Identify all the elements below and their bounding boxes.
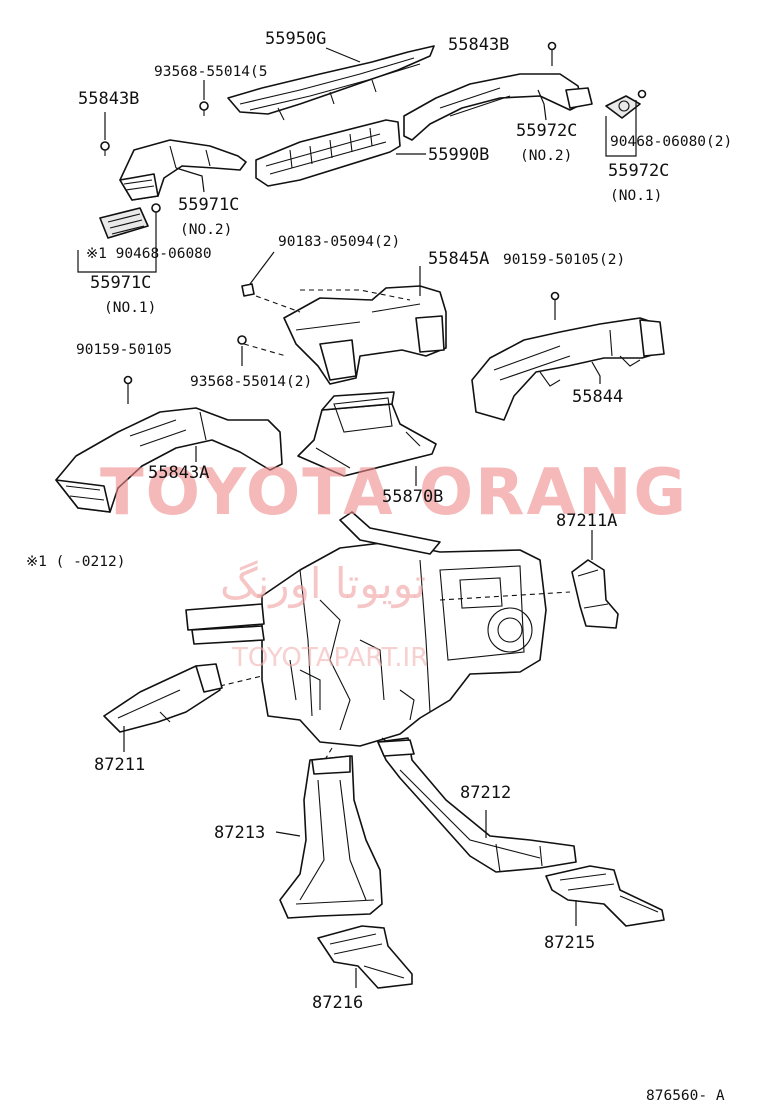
label-55990B: 55990B <box>428 145 489 165</box>
label-87211A: 87211A <box>556 511 617 531</box>
label-90468-right: 90468-06080(2) <box>610 134 732 150</box>
label-55971C-no2-sub: (NO.2) <box>180 222 232 238</box>
leader-55972C-no2 <box>537 89 547 121</box>
label-55971C-no1-sub: (NO.1) <box>104 300 156 316</box>
hvac-unit-assembly <box>185 511 547 747</box>
duct-87211A <box>571 559 619 629</box>
side-register-55971C-no1 <box>99 207 149 239</box>
label-87215: 87215 <box>544 933 595 953</box>
label-55972C-no1: 55972C <box>608 161 669 181</box>
side-register-55972C-no1 <box>605 95 641 119</box>
center-duct-55990B <box>255 119 401 187</box>
duct-87212 <box>377 737 577 873</box>
label-55843A: 55843A <box>148 463 209 483</box>
label-87212: 87212 <box>460 783 511 803</box>
label-55870B: 55870B <box>382 487 443 507</box>
label-55971C-no2: 55971C <box>178 195 239 215</box>
screw-55843B-right <box>547 41 557 51</box>
side-duct-55844 <box>471 317 665 421</box>
leader-55971C-no2 <box>175 167 205 193</box>
watermark-persian: تویوتا اورنگ <box>220 559 426 608</box>
screw-90468-right <box>637 89 647 99</box>
leader-90183 <box>249 251 275 285</box>
label-55971C-no1: 55971C <box>90 273 151 293</box>
bracket-55972C-no1 <box>605 100 637 157</box>
side-duct-55972C-no2 <box>403 73 593 141</box>
leader-55844 <box>591 361 601 384</box>
clip-93568-top <box>199 101 209 116</box>
label-90183: 90183-05094(2) <box>278 234 400 250</box>
watermark-url: TOYOTAPART.IR <box>231 643 428 673</box>
bracket-55971C-no1 <box>77 212 157 273</box>
connector-duct-55870B <box>297 391 437 477</box>
label-90159-right: 90159-50105(2) <box>503 252 625 268</box>
label-87211: 87211 <box>94 755 145 775</box>
label-55972C-no1-sub: (NO.1) <box>610 188 662 204</box>
clip-93568-mid <box>237 335 247 345</box>
label-55843B-right: 55843B <box>448 35 509 55</box>
label-55845A: 55845A <box>428 249 489 269</box>
label-55844: 55844 <box>572 387 623 407</box>
screw-90468-left <box>151 203 161 213</box>
label-55972C-no2: 55972C <box>516 121 577 141</box>
duct-87213 <box>279 755 383 919</box>
center-duct-55845A <box>283 285 447 385</box>
screw-90159-right <box>550 291 560 301</box>
defroster-nozzle-55950G <box>227 45 435 121</box>
side-duct-55971C-no2 <box>119 139 247 201</box>
duct-87216 <box>317 925 413 989</box>
clip-90183 <box>241 283 255 297</box>
figure-code: 876560- A <box>646 1088 725 1104</box>
leader-55950G <box>325 47 361 63</box>
label-55843B-left: 55843B <box>78 89 139 109</box>
duct-87215 <box>545 865 665 927</box>
label-90159-left: 90159-50105 <box>76 342 172 358</box>
screw-55843B-left <box>100 141 110 156</box>
label-55972C-no2-sub: (NO.2) <box>520 148 572 164</box>
label-90468-left: ※1 90468-06080 <box>86 246 212 262</box>
label-93568-top: 93568-55014(5 <box>154 64 268 80</box>
note-1: ※1 ( -0212) <box>26 554 125 570</box>
screw-90159-left <box>123 375 133 385</box>
leader-87213 <box>275 831 301 837</box>
duct-87211 <box>103 663 223 733</box>
label-55950G: 55950G <box>265 29 326 49</box>
dash-hvac <box>219 591 571 769</box>
label-93568-mid: 93568-55014(2) <box>190 374 312 390</box>
side-duct-55843A <box>55 407 283 513</box>
label-87213: 87213 <box>214 823 265 843</box>
watermark-brand: TOYOTA ORANG <box>100 456 688 530</box>
dash-55845A <box>243 289 411 357</box>
label-87216: 87216 <box>312 993 363 1013</box>
